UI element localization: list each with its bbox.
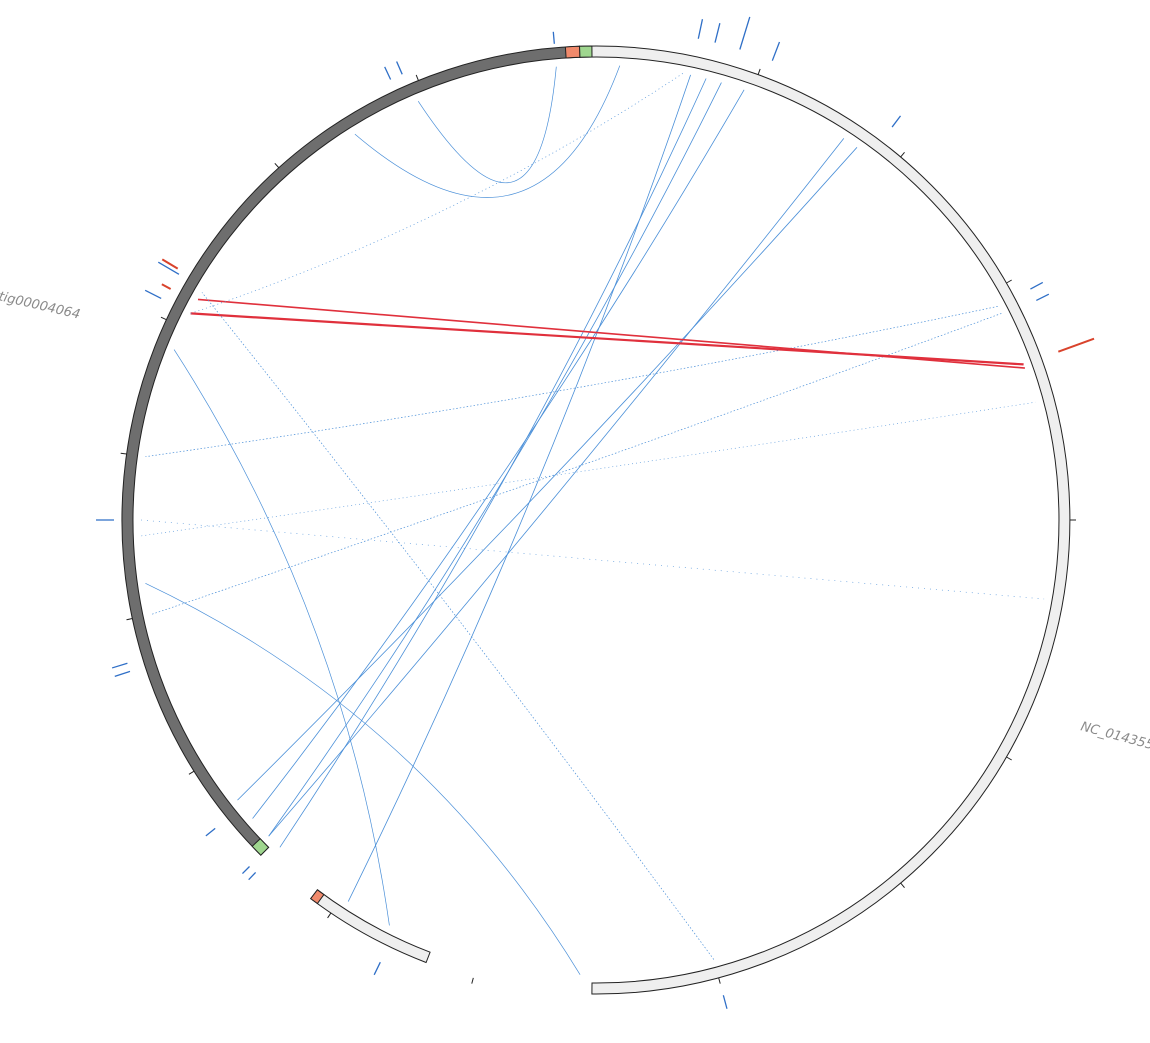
scale-tick (900, 151, 905, 158)
forward-alignment-mark (1030, 281, 1044, 290)
forward-link (279, 78, 707, 848)
query-end-cap (564, 45, 581, 59)
scale-tick (900, 882, 905, 889)
forward-link (201, 292, 715, 960)
scale-tick (274, 162, 280, 169)
reference-start-cap (578, 45, 593, 58)
forward-alignment-mark (205, 827, 216, 837)
reference-label: NC_014355.1 (1079, 719, 1150, 756)
sequence-segments (121, 45, 1071, 995)
inverted-link (190, 312, 1024, 366)
scale-tick (188, 770, 195, 775)
forward-alignment-mark (739, 16, 751, 50)
forward-alignment-mark (373, 961, 381, 976)
forward-link (145, 582, 581, 975)
forward-alignment-mark (722, 995, 728, 1009)
forward-link (347, 74, 691, 902)
inverted-alignment-mark (161, 258, 179, 270)
query-segment (121, 45, 581, 856)
forward-link (268, 82, 722, 837)
forward-link (417, 66, 557, 184)
inverted-link (197, 298, 1025, 369)
forward-alignment-mark (241, 866, 250, 875)
forward-alignment-mark (384, 66, 392, 80)
reference-end-cap (309, 889, 325, 905)
forward-alignment-mark (111, 662, 128, 669)
forward-link (268, 138, 845, 837)
forward-link (252, 89, 745, 819)
forward-alignment-mark (714, 23, 721, 43)
forward-link (140, 519, 1045, 600)
scale-tick (718, 977, 721, 984)
scale-tick (415, 74, 419, 81)
scale-tick (757, 68, 761, 75)
reference-segment-lower (309, 889, 431, 964)
scale-tick (126, 618, 133, 621)
scale-tick (471, 977, 474, 984)
forward-alignment-mark (552, 31, 555, 44)
forward-link (145, 306, 998, 458)
inverted-alignment-mark (161, 283, 172, 290)
scale-tick (1006, 279, 1012, 284)
inverted-alignment-mark (1057, 337, 1095, 353)
forward-alignment-mark (248, 872, 257, 881)
forward-link (141, 401, 1036, 537)
forward-alignment-mark (396, 61, 403, 75)
forward-alignment-mark (891, 115, 902, 128)
alignment-links (140, 65, 1045, 975)
scale-tick (120, 452, 127, 455)
forward-link (150, 313, 1002, 615)
query-label: tig00004064 (0, 289, 81, 322)
forward-alignment-mark (114, 670, 131, 677)
scale-tick (1006, 756, 1012, 761)
scale-tick (327, 912, 332, 919)
forward-alignment-mark (157, 261, 180, 275)
reference-segment-upper (578, 45, 1071, 995)
query-start-cap (251, 837, 270, 856)
scale-tick (160, 316, 167, 321)
forward-alignment-mark (144, 289, 162, 300)
scale-ticks (120, 68, 1076, 984)
alignment-marks (96, 16, 1095, 1009)
forward-link (190, 73, 683, 314)
forward-link (354, 65, 621, 198)
forward-alignment-mark (771, 41, 781, 61)
forward-alignment-mark (697, 19, 704, 39)
forward-link (237, 147, 858, 801)
forward-link (173, 349, 390, 926)
forward-alignment-mark (1036, 293, 1050, 302)
